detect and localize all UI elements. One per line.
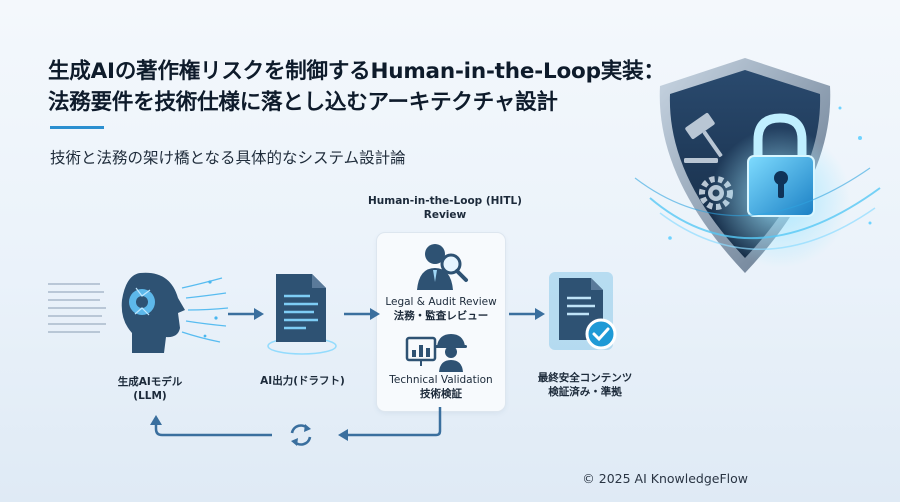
node-final-line-1: 最終安全コンテンツ <box>537 372 633 384</box>
feedback-loop-arrow <box>150 407 442 441</box>
gavel-icon <box>685 113 723 158</box>
title-line-1: 生成AIの著作権リスクを制御するHuman-in-the-Loop実装： <box>48 59 665 84</box>
arrow-right-icon <box>228 308 264 320</box>
page-subtitle: 技術と法務の架け橋となる具体的なシステム設計論 <box>50 149 406 167</box>
node-ai-model-line-2: (LLM) <box>133 390 167 402</box>
legal-review-ja: 法務・監査レビュー <box>393 310 489 322</box>
copyright-footer: © 2025 AI KnowledgeFlow <box>582 471 748 486</box>
hitl-header-line-1: Human-in-the-Loop (HITL) <box>368 195 522 207</box>
approved-document-icon <box>549 272 617 350</box>
node-ai-model-label: 生成AIモデル (LLM) <box>100 375 200 403</box>
tech-validation-ja: 技術検証 <box>420 388 462 400</box>
arrow-right-icon <box>509 308 545 320</box>
title-underline <box>50 126 104 129</box>
engineer-dashboard-icon <box>405 334 467 372</box>
ai-head-icon <box>48 272 229 353</box>
node-ai-model-line-1: 生成AIモデル <box>117 376 183 388</box>
node-ai-output-label: AI出力(ドラフト) <box>260 375 345 387</box>
reviewer-magnifier-icon <box>417 244 468 290</box>
node-final-label: 最終安全コンテンツ 検証済み・準拠 <box>525 371 645 399</box>
shield-lock-icon <box>634 58 881 273</box>
refresh-cycle-icon <box>290 424 312 446</box>
legal-review-en: Legal & Audit Review <box>385 296 497 308</box>
title-line-2: 法務要件を技術仕様に落とし込むアーキテクチャ設計 <box>48 90 558 115</box>
page-title: 生成AIの著作権リスクを制御するHuman-in-the-Loop実装： 法務要… <box>48 56 668 118</box>
tech-validation-en: Technical Validation <box>389 374 493 386</box>
hitl-header-line-2: Review <box>423 209 467 221</box>
document-icon <box>267 274 337 355</box>
arrow-right-icon <box>344 308 380 320</box>
hitl-header: Human-in-the-Loop (HITL) Review <box>360 194 530 222</box>
node-final-line-2: 検証済み・準拠 <box>548 386 622 398</box>
